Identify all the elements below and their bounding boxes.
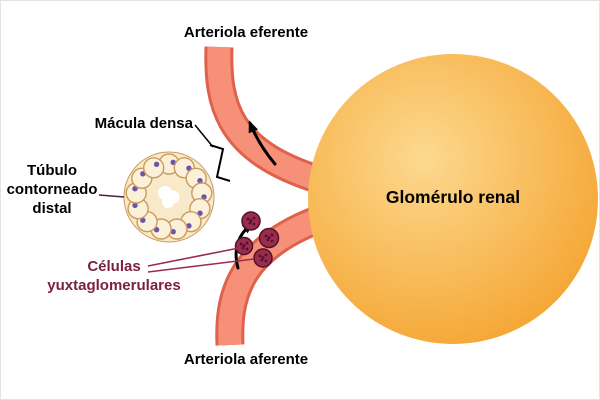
jg-pointer-line-2: [147, 258, 255, 273]
glomerulus-circle: [308, 54, 598, 344]
macula-densa-bracket: [209, 144, 231, 182]
label-arteriola-aferente: Arteriola aferente: [183, 351, 309, 368]
label-tubulo-line2: contorneado: [6, 181, 98, 198]
tubule-lumen-highlight: [158, 186, 180, 208]
label-tubulo-line3: distal: [32, 200, 72, 217]
juxtaglomerular-cells: [234, 211, 280, 268]
label-celulas-yuxtaglomerulares: Células yuxtaglomerulares: [19, 257, 209, 295]
efferent-arteriole-lumen: [207, 46, 321, 190]
label-celulas-line2: yuxtaglomerulares: [47, 277, 181, 294]
annotation-lines: [98, 124, 255, 273]
label-arteriola-eferente: Arteriola eferente: [183, 24, 309, 41]
tubule-cells: [125, 153, 213, 240]
afferent-arteriole-lumen: [218, 209, 322, 346]
tubule-pointer-line: [98, 194, 125, 198]
label-celulas-line1: Células: [87, 258, 141, 275]
jg-pointer-line-1: [147, 247, 240, 267]
label-tubulo-line1: Túbulo: [27, 162, 77, 179]
label-glomerulo-renal: Glomérulo renal: [385, 187, 521, 207]
distal-tubule: [123, 151, 215, 243]
afferent-arteriole: [215, 206, 323, 346]
label-tubulo-contorneado-distal: Túbulo contorneado distal: [1, 161, 103, 218]
macula-densa-pointer-line: [194, 124, 214, 148]
efferent-arteriole: [204, 46, 322, 193]
efferent-flow-arrow-icon: [248, 120, 277, 166]
label-macula-densa: Mácula densa: [94, 115, 193, 132]
